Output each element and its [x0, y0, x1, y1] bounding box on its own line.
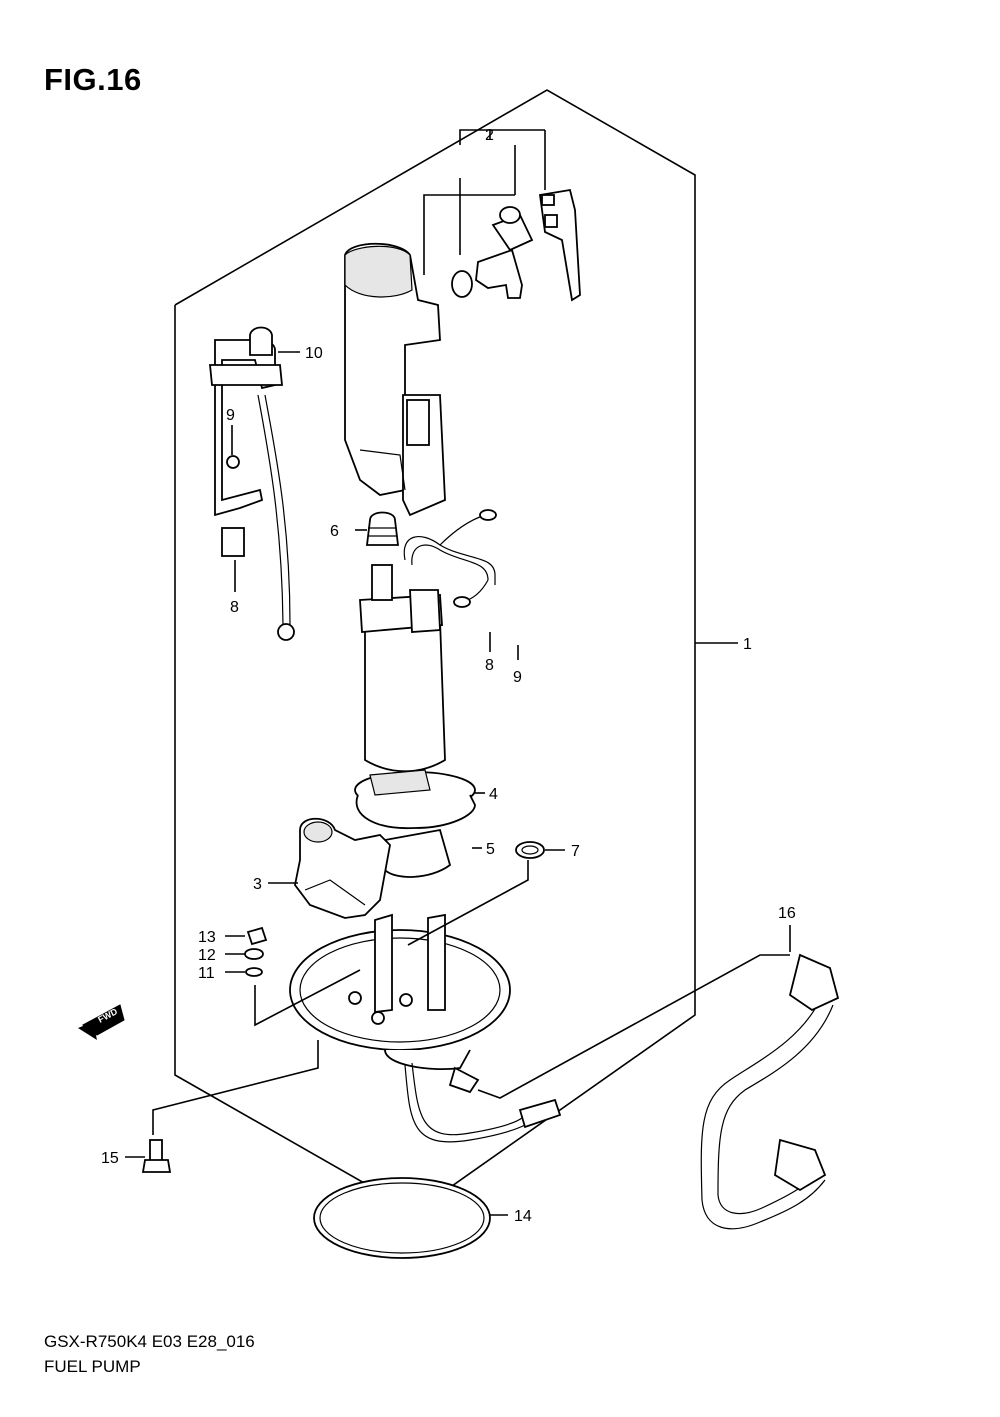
- callout-13: 13: [198, 929, 216, 946]
- callout-1: 1: [743, 636, 752, 653]
- bolt-part-15: [141, 1139, 172, 1173]
- callout-11: 11: [198, 965, 215, 982]
- callout-15: 15: [101, 1150, 119, 1167]
- callout-9-left: 9: [226, 407, 235, 424]
- fuel-pump-motor: [359, 564, 446, 773]
- callout-2: 2: [485, 127, 494, 144]
- callout-16: 16: [778, 905, 796, 922]
- fuel-level-sender: [209, 326, 295, 641]
- model-code-label: GSX-R750K4 E03 E28_016: [44, 1332, 255, 1351]
- fuel-strainer: [294, 817, 391, 919]
- assembly-outline: [174, 89, 696, 1213]
- pump-holder-parts: [354, 769, 476, 878]
- callout-14: 14: [514, 1208, 532, 1225]
- gasket-part-14: [313, 1177, 491, 1259]
- leader-lines: [125, 351, 791, 1216]
- callout-10: 10: [305, 345, 323, 362]
- pump-base-plate: [289, 913, 511, 1094]
- callout-3: 3: [253, 876, 262, 893]
- fuel-hose-part-16: [700, 953, 840, 1230]
- callout-12: 12: [198, 947, 216, 964]
- callout-7: 7: [571, 843, 580, 860]
- forward-direction-arrow: FWD: [78, 1004, 125, 1040]
- callout-8-left: 8: [230, 599, 239, 616]
- callout-6: 6: [330, 523, 339, 540]
- pressure-regulator-group: [423, 129, 581, 302]
- callout-labels: 1 2 3 4 5 6 7 8 8 9 9 10 11 12 13 14 15 …: [101, 127, 796, 1225]
- part-group-label: FUEL PUMP: [44, 1357, 141, 1376]
- o-ring-part-7: [515, 841, 545, 859]
- filter-part-6: [365, 511, 400, 546]
- base-lead-wire: [404, 1062, 562, 1143]
- callout-4: 4: [489, 786, 498, 803]
- callout-5: 5: [486, 841, 495, 858]
- pump-housing: [344, 242, 446, 517]
- callout-8-right: 8: [485, 657, 494, 674]
- callout-9-right: 9: [513, 669, 522, 686]
- pump-wiring-harness: [403, 509, 497, 608]
- figure-title: FIG.16: [44, 62, 142, 97]
- nut-washer-hardware: [244, 926, 268, 977]
